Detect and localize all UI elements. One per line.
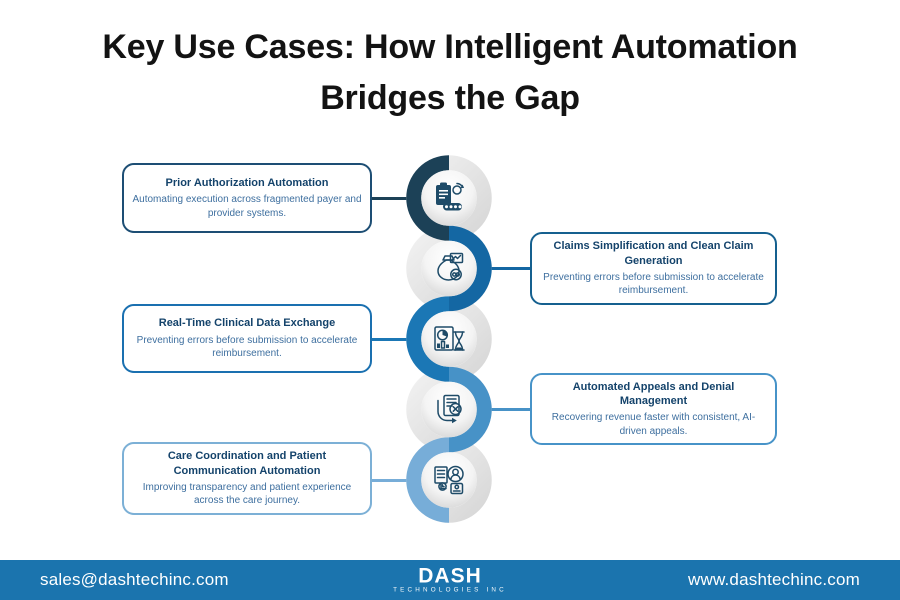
card-prior-authorization-body: Automating execution across fragmented p… xyxy=(132,194,362,219)
connector-line-prior-auth xyxy=(370,197,408,200)
card-care-coordination-title: Care Coordination and Patient Communicat… xyxy=(167,450,327,477)
dash-logo: DASH TECHNOLOGIES INC xyxy=(393,564,507,594)
page-title: Key Use Cases: How Intelligent Automatio… xyxy=(0,22,900,124)
serpentine-path xyxy=(406,155,492,523)
page-title-line2: Bridges the Gap xyxy=(320,79,580,117)
footer-bar: sales@dashtechinc.com DASH TECHNOLOGIES … xyxy=(0,560,900,600)
dash-logo-wordmark: DASH xyxy=(418,564,482,588)
card-care-coordination-body: Improving transparency and patient exper… xyxy=(142,481,352,507)
clinical-report-hourglass-icon xyxy=(434,326,465,351)
claims-bag-chart-icon xyxy=(437,252,464,281)
connector-line-claims xyxy=(490,267,532,270)
card-claims-simplification-title: Claims Simplification and Clean Claim Ge… xyxy=(553,240,754,267)
serpentine-segment-3 xyxy=(406,296,450,382)
dash-logo-subtitle: TECHNOLOGIES INC xyxy=(393,586,507,594)
card-care-coordination: Care Coordination and Patient Communicat… xyxy=(122,442,372,515)
page-title-line1: Key Use Cases: How Intelligent Automatio… xyxy=(102,28,798,66)
footer-website-link[interactable]: www.dashtechinc.com xyxy=(688,570,860,589)
appeals-arrow-denied-icon xyxy=(437,394,462,424)
card-claims-simplification-body: Preventing errors before submission to a… xyxy=(543,271,764,297)
card-claims-simplification: Claims Simplification and Clean Claim Ge… xyxy=(530,232,777,305)
card-clinical-data-exchange-body: Preventing errors before submission to a… xyxy=(136,334,358,360)
connector-line-clinical-data xyxy=(370,338,408,341)
ring-gray-track xyxy=(406,155,492,523)
connector-line-care-coordination xyxy=(370,479,408,482)
card-appeals-denial-management-title: Automated Appeals and Denial Management xyxy=(572,380,735,407)
serpentine-segment-4 xyxy=(448,366,492,453)
card-clinical-data-exchange-title: Real-Time Clinical Data Exchange xyxy=(158,317,336,330)
card-appeals-denial-management-body: Recovering revenue faster with consisten… xyxy=(551,412,756,437)
prior-auth-document-gear-icon xyxy=(436,182,465,211)
connector-line-appeals xyxy=(490,408,532,411)
card-appeals-denial-management: Automated Appeals and Denial Management … xyxy=(530,373,777,445)
patient-communication-icon xyxy=(434,465,464,495)
ring-inner-circles xyxy=(421,170,477,508)
card-clinical-data-exchange: Real-Time Clinical Data Exchange Prevent… xyxy=(122,304,372,373)
serpentine-segment-5 xyxy=(406,437,450,523)
card-prior-authorization-title: Prior Authorization Automation xyxy=(165,176,329,189)
serpentine-segment-1 xyxy=(406,155,450,241)
card-prior-authorization: Prior Authorization Automation Automatin… xyxy=(122,163,372,233)
serpentine-segment-2 xyxy=(448,225,492,312)
footer-email-link[interactable]: sales@dashtechinc.com xyxy=(40,570,229,589)
